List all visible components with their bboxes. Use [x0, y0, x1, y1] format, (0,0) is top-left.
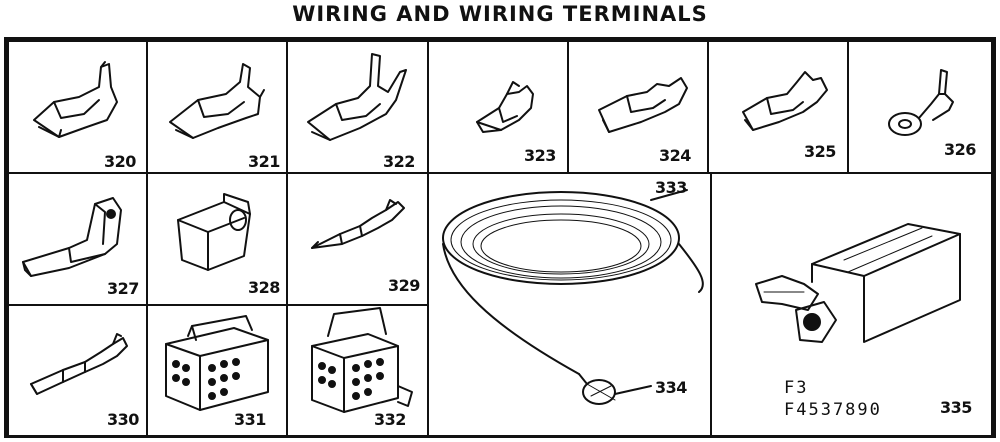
terminal-328-drawing: [177, 193, 251, 271]
connector-332-drawing: [311, 307, 413, 413]
cell-326[interactable]: 326: [847, 40, 993, 174]
cell-332[interactable]: 332: [286, 304, 429, 438]
part-number-330: 330: [107, 410, 139, 429]
cell-325[interactable]: 325: [707, 40, 849, 174]
terminal-kit-package-drawing: [755, 223, 961, 343]
terminal-326-drawing: [888, 69, 954, 136]
cell-331[interactable]: 331: [146, 304, 288, 438]
part-number-329: 329: [388, 276, 420, 295]
cell-327[interactable]: 327: [7, 172, 148, 306]
kit-label-line1: F3: [784, 378, 809, 398]
part-number-328: 328: [248, 278, 280, 297]
terminal-322-drawing: [307, 53, 407, 141]
part-number-322: 322: [383, 152, 415, 171]
terminal-320-drawing: [33, 61, 118, 138]
cell-323[interactable]: 323: [427, 40, 569, 174]
cell-320[interactable]: 320: [7, 40, 148, 174]
terminal-330-drawing: [30, 333, 128, 395]
part-number-324: 324: [659, 146, 691, 165]
part-number-333: 333: [655, 178, 687, 197]
part-number-332: 332: [374, 410, 406, 429]
part-number-334: 334: [655, 378, 687, 397]
part-number-321: 321: [248, 152, 280, 171]
terminal-327-drawing: [22, 197, 122, 277]
cell-328[interactable]: 328: [146, 172, 288, 306]
part-number-325: 325: [804, 142, 836, 161]
cell-333-334[interactable]: 333 334: [427, 172, 712, 438]
terminal-325-drawing: [742, 71, 828, 131]
cell-321[interactable]: 321: [146, 40, 288, 174]
cell-335[interactable]: F3 F4537890 335: [710, 172, 993, 438]
terminal-324-drawing: [598, 77, 688, 133]
part-number-326: 326: [944, 140, 976, 159]
part-number-320: 320: [104, 152, 136, 171]
part-number-323: 323: [524, 146, 556, 165]
cell-329[interactable]: 329: [286, 172, 429, 306]
connector-331-drawing: [165, 315, 269, 411]
terminal-321-drawing: [169, 63, 265, 139]
cell-324[interactable]: 324: [567, 40, 709, 174]
cell-322[interactable]: 322: [286, 40, 429, 174]
part-number-327: 327: [107, 279, 139, 298]
terminal-329-drawing: [311, 199, 405, 249]
part-number-335: 335: [940, 398, 972, 417]
part-number-331: 331: [234, 410, 266, 429]
cell-330[interactable]: 330: [7, 304, 148, 438]
wire-coil-drawing: [442, 189, 704, 405]
terminal-323-drawing: [476, 81, 534, 133]
kit-label-line2: F4537890: [784, 400, 882, 420]
diagram-title: WIRING AND WIRING TERMINALS: [292, 2, 708, 26]
